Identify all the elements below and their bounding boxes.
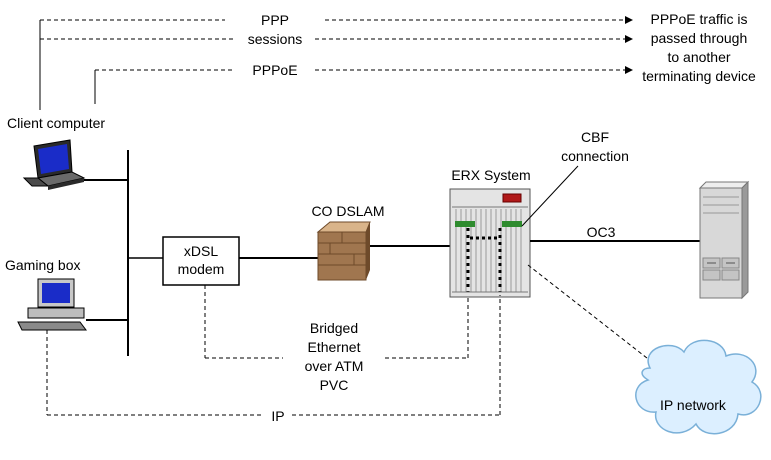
bridged-line-1: Bridged [310, 320, 358, 336]
dslam-icon [316, 221, 371, 281]
bridged-line-2: Ethernet [308, 339, 361, 355]
server-icon [698, 180, 750, 300]
cbf-line-2: connection [561, 148, 629, 164]
oc3-label: OC3 [587, 224, 616, 240]
bridged-line-4: PVC [320, 377, 349, 393]
xdsl-modem-line-1: xDSL [184, 243, 218, 259]
erx-chassis-icon [449, 188, 531, 298]
pppoe-label: PPPoE [252, 62, 297, 78]
ppp-sessions-lines [40, 16, 633, 74]
ppp-label: PPP [261, 12, 289, 28]
client-vertical-lines [39, 20, 96, 110]
ip-label: IP [271, 408, 284, 424]
ip-path [46, 295, 501, 416]
erx-to-ip-network [527, 264, 653, 363]
bridged-line-3: over ATM [305, 358, 364, 374]
bridged-ethernet-path [204, 285, 469, 359]
xdsl-modem-box [162, 236, 240, 286]
xdsl-modem-line-2: modem [178, 261, 225, 277]
pppoe-traffic-line-2: passed through [651, 30, 748, 46]
erx-system-label: ERX System [451, 167, 530, 183]
ip-network-label: IP network [660, 397, 727, 413]
sessions-label: sessions [248, 31, 302, 47]
pppoe-traffic-line-1: PPPoE traffic is [650, 11, 747, 27]
pppoe-traffic-note: PPPoE traffic is passed through to anoth… [642, 11, 756, 84]
desktop-computer-icon [17, 278, 87, 331]
cbf-pointer [521, 165, 579, 227]
co-dslam-label: CO DSLAM [311, 203, 384, 219]
pppoe-traffic-line-3: to another [667, 49, 730, 65]
cloud-icon [635, 339, 762, 435]
gaming-box-label: Gaming box [5, 257, 80, 273]
cbf-line-1: CBF [581, 129, 609, 145]
client-computer-label: Client computer [7, 115, 105, 131]
pppoe-traffic-line-4: terminating device [642, 68, 756, 84]
laptop-icon [22, 139, 86, 190]
